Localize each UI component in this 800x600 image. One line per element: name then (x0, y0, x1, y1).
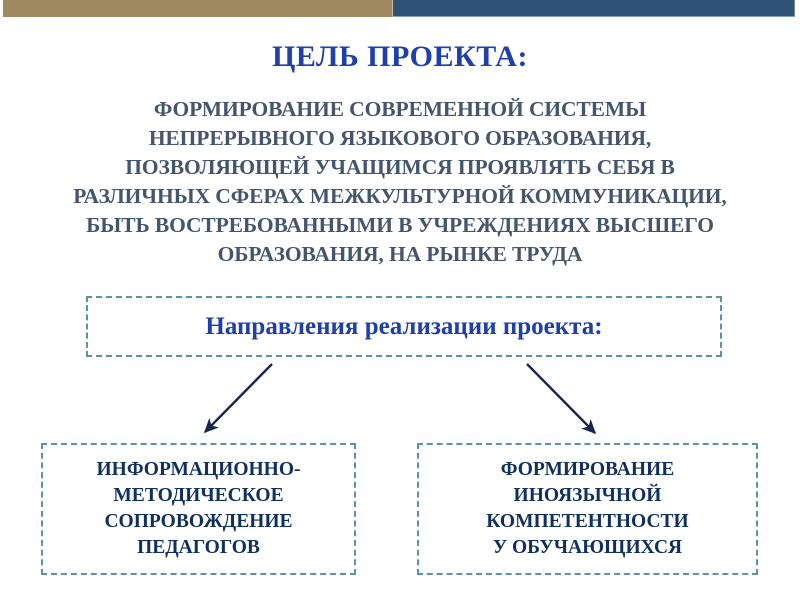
branch-box-left: ИНФОРМАЦИОННО- МЕТОДИЧЕСКОЕ СОПРОВОЖДЕНИ… (41, 443, 356, 575)
goal-line: ОБРАЗОВАНИЯ, НА РЫНКЕ ТРУДА (217, 242, 583, 266)
arrow-to-right-branch (526, 363, 597, 435)
goal-line: ФОРМИРОВАНИЕ СОВРЕМЕННОЙ СИСТЕМЫ (153, 97, 647, 121)
directions-box: Направления реализации проекта: (86, 296, 722, 357)
goal-line: ПОЗВОЛЯЮЩЕЙ УЧАЩИМСЯ ПРОЯВЛЯТЬ СЕБЯ В (125, 155, 675, 179)
branch-line: У ОБУЧАЮЩИХСЯ (492, 537, 683, 558)
goal-line: НЕПРЕРЫВНОГО ЯЗЫКОВОГО ОБРАЗОВАНИЯ, (148, 126, 652, 150)
branch-line: МЕТОДИЧЕСКОЕ (113, 485, 284, 506)
goal-paragraph: ФОРМИРОВАНИЕ СОВРЕМЕННОЙ СИСТЕМЫ НЕПРЕРЫ… (16, 95, 784, 269)
branch-line: ПЕДАГОГОВ (137, 537, 260, 558)
branch-box-right: ФОРМИРОВАНИЕ ИНОЯЗЫЧНОЙ КОМПЕТЕНТНОСТИ У… (417, 443, 758, 575)
blue-bar (393, 0, 795, 17)
branch-left-text: ИНФОРМАЦИОННО- МЕТОДИЧЕСКОЕ СОПРОВОЖДЕНИ… (96, 457, 300, 561)
branch-line: ИНОЯЗЫЧНОЙ (513, 485, 662, 506)
directions-label: Направления реализации проекта: (205, 312, 603, 340)
branch-line: КОМПЕТЕНТНОСТИ (486, 511, 689, 532)
arrow-to-left-branch (203, 363, 273, 434)
branch-right-text: ФОРМИРОВАНИЕ ИНОЯЗЫЧНОЙ КОМПЕТЕНТНОСТИ У… (486, 457, 688, 561)
branch-line: ИНФОРМАЦИОННО- (96, 459, 301, 480)
goal-line: БЫТЬ ВОСТРЕБОВАННЫМИ В УЧРЕЖДЕНИЯХ ВЫСШЕ… (86, 213, 714, 237)
branch-line: СОПРОВОЖДЕНИЕ (104, 511, 293, 532)
tan-bar (3, 0, 393, 17)
branch-line: ФОРМИРОВАНИЕ (500, 459, 675, 480)
header-decoration (0, 0, 800, 20)
goal-line: РАЗЛИЧНЫХ СФЕРАХ МЕЖКУЛЬТУРНОЙ КОММУНИКА… (73, 184, 727, 208)
page-title: ЦЕЛЬ ПРОЕКТА: (272, 40, 528, 73)
